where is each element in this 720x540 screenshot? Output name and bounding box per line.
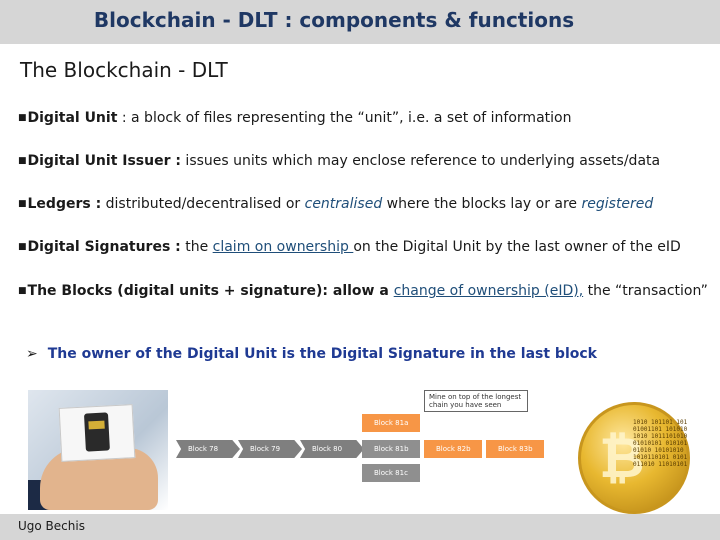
underline-change-of-ownership: change of ownership (eID), (393, 283, 584, 299)
emphasis-registered: registered (581, 196, 654, 212)
bullet-label: The Blocks (digital units + signature): … (27, 283, 394, 299)
blockchain-diagram: Mine on top of the longest chain you hav… (176, 388, 556, 488)
block-82b: Block 82b (424, 440, 482, 458)
slide-subtitle: The Blockchain - DLT (20, 58, 228, 82)
bullet-label: Digital Unit Issuer : (27, 153, 181, 169)
block-80: Block 80 (300, 440, 364, 458)
bullet-ledgers: ■Ledgers : distributed/decentralised or … (18, 196, 653, 212)
bullet-the-blocks: ■The Blocks (digital units + signature):… (18, 283, 708, 299)
bullet-text: on the Digital Unit by the last owner of… (353, 239, 681, 255)
bullet-text: distributed/decentralised or (101, 196, 305, 212)
conclusion-line: ➢ The owner of the Digital Unit is the Di… (26, 346, 597, 362)
square-bullet-icon: ■ (18, 156, 27, 166)
bullet-text: : a block of files representing the “uni… (117, 110, 572, 126)
bullet-label: Digital Unit (27, 110, 118, 126)
bitcoin-symbol: ₿ (599, 426, 645, 491)
square-bullet-icon: ■ (18, 113, 27, 123)
underline-claim-on-ownership: claim on ownership (212, 239, 354, 255)
bullet-label: Digital Signatures : (27, 239, 181, 255)
block-81c: Block 81c (362, 464, 420, 482)
block-81b: Block 81b (362, 440, 420, 458)
square-bullet-icon: ■ (18, 199, 27, 209)
bullet-digital-unit: ■Digital Unit : a block of files represe… (18, 110, 571, 126)
block-79: Block 79 (238, 440, 302, 458)
bullet-text: issues units which may enclose reference… (180, 153, 661, 169)
block-83b: Block 83b (486, 440, 544, 458)
bullet-digital-unit-issuer: ■Digital Unit Issuer : issues units whic… (18, 153, 660, 169)
slide-title: Blockchain - DLT : components & function… (93, 8, 575, 32)
bullet-digital-signatures: ■Digital Signatures : the claim on owner… (18, 239, 681, 255)
bitcoin-coin-icon: ₿ 1010 101101 10101001101 1010101010 101… (578, 402, 690, 514)
emphasis-centralised: centralised (304, 196, 383, 212)
bullet-text: the “transaction” (583, 283, 708, 299)
block-78: Block 78 (176, 440, 240, 458)
block-81a: Block 81a (362, 414, 420, 432)
bullet-text: where the blocks lay or are (382, 196, 582, 212)
id-badge-icon (83, 412, 110, 452)
footer-bar: Ugo Bechis (0, 514, 720, 540)
square-bullet-icon: ■ (18, 286, 27, 296)
title-bar: Blockchain - DLT : components & function… (0, 0, 720, 44)
bullet-text: the (180, 239, 213, 255)
binary-pattern: 1010 101101 10101001101 1010101010 10111… (633, 419, 688, 468)
conclusion-text: The owner of the Digital Unit is the Dig… (47, 346, 597, 362)
bullet-label: Ledgers : (27, 196, 102, 212)
square-bullet-icon: ■ (18, 242, 27, 252)
id-card (58, 404, 136, 462)
id-card-photo (28, 390, 168, 510)
arrow-right-icon: ➢ (26, 346, 38, 362)
footer-author: Ugo Bechis (18, 519, 85, 533)
diagram-callout: Mine on top of the longest chain you hav… (424, 390, 528, 412)
